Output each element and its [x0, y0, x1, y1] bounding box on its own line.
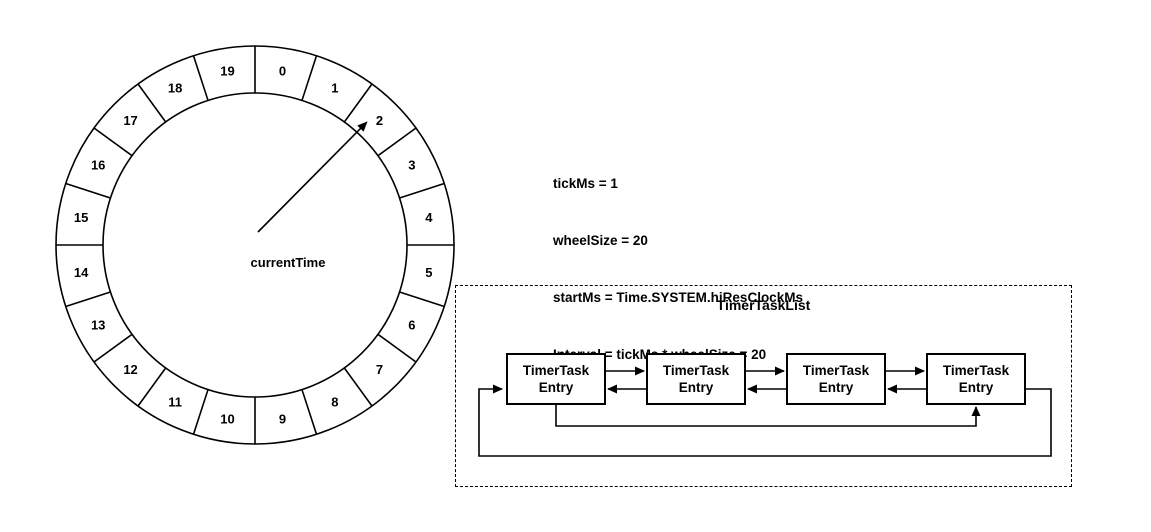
- segment-divider: [192, 55, 209, 101]
- wrap-next-arrow: [478, 384, 1052, 457]
- timer-task-list-title: TimerTaskList: [716, 297, 811, 313]
- wheel-outer-circle: [55, 45, 455, 445]
- segment-label-1: 1: [331, 81, 338, 96]
- segment-label-7: 7: [376, 362, 383, 377]
- segment-divider: [343, 83, 373, 123]
- segment-label-3: 3: [408, 158, 415, 173]
- current-time-label: currentTime: [251, 255, 326, 270]
- segment-label-16: 16: [91, 158, 105, 173]
- segment-label-13: 13: [91, 317, 105, 332]
- segment-divider: [137, 83, 167, 123]
- segment-label-12: 12: [123, 362, 137, 377]
- segment-label-14: 14: [74, 265, 89, 280]
- segment-divider: [65, 291, 111, 308]
- timing-wheel-diagram: 012345678910111213141516171819currentTim…: [55, 45, 455, 445]
- wrap-prev-arrow: [555, 405, 981, 427]
- segment-label-0: 0: [279, 64, 286, 79]
- segment-divider: [65, 182, 111, 199]
- segment-divider: [399, 182, 445, 199]
- segment-divider: [377, 333, 417, 363]
- segment-label-4: 4: [425, 210, 433, 225]
- segment-label-15: 15: [74, 210, 88, 225]
- segment-divider: [343, 367, 373, 407]
- timer-task-entry: TimerTask Entry: [786, 353, 886, 405]
- segment-label-19: 19: [220, 64, 234, 79]
- timer-task-entry: TimerTask Entry: [926, 353, 1026, 405]
- segment-divider: [301, 389, 318, 435]
- segment-divider: [301, 55, 318, 101]
- current-time-pointer: [257, 121, 368, 233]
- segment-label-10: 10: [220, 411, 234, 426]
- timer-task-entry: TimerTask Entry: [506, 353, 606, 405]
- segment-divider: [377, 127, 417, 157]
- segment-label-18: 18: [168, 81, 182, 96]
- segment-divider: [137, 367, 167, 407]
- segment-divider: [192, 389, 209, 435]
- segment-label-9: 9: [279, 411, 286, 426]
- timer-task-list-box: TimerTaskList TimerTask Entry TimerTask …: [455, 285, 1072, 487]
- segment-label-2: 2: [376, 113, 383, 128]
- timer-task-entry: TimerTask Entry: [646, 353, 746, 405]
- param-line: tickMs = 1: [553, 176, 618, 191]
- param-line: startMs = Time.SYSTEM.hiResClockMs: [553, 290, 803, 305]
- segment-label-8: 8: [331, 394, 338, 409]
- param-line: wheelSize = 20: [553, 233, 648, 248]
- segment-divider: [93, 333, 133, 363]
- segment-label-6: 6: [408, 317, 415, 332]
- wheel-inner-circle: [102, 92, 408, 398]
- linked-list-arrows: [478, 366, 1052, 457]
- segment-label-5: 5: [425, 265, 432, 280]
- segment-label-11: 11: [168, 394, 182, 409]
- segment-divider: [93, 127, 133, 157]
- segment-divider: [399, 291, 445, 308]
- segment-label-17: 17: [123, 113, 137, 128]
